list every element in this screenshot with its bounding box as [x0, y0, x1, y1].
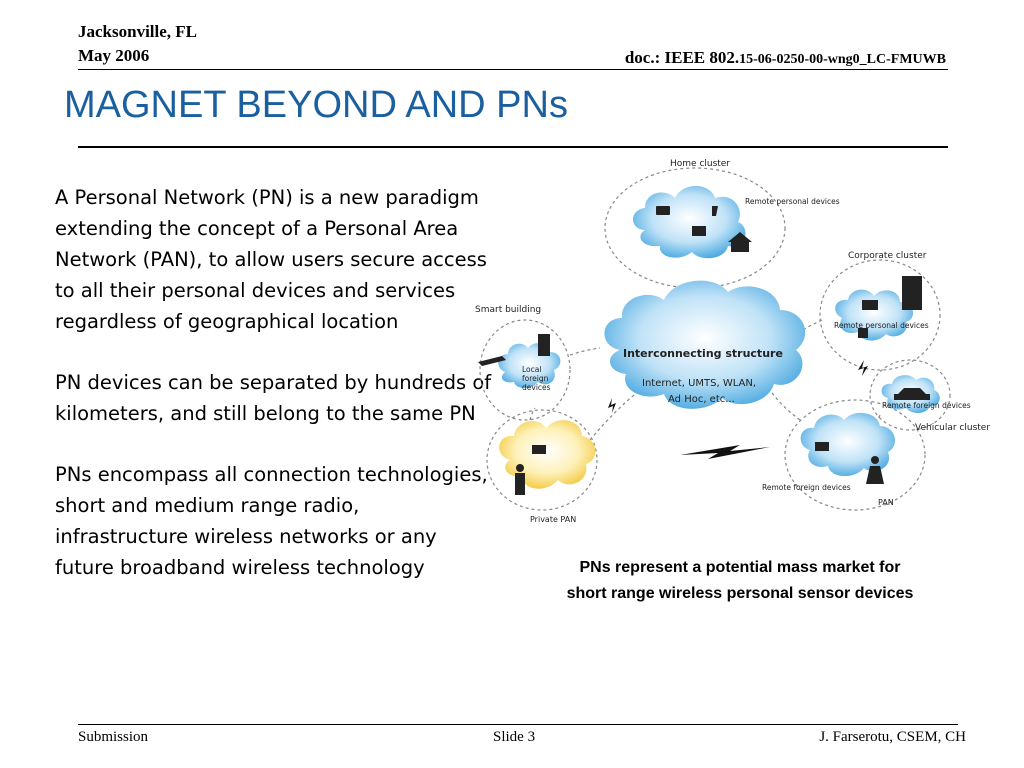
bolt-vehicular-icon — [858, 360, 868, 376]
label-local-foreign-2: foreign — [522, 374, 549, 383]
wireless-bolts — [608, 360, 868, 459]
pn-network-diagram: Home cluster Remote personal devices Cor… — [475, 159, 990, 524]
header-location-date: Jacksonville, FL May 2006 — [78, 20, 197, 68]
smart-building-boundary — [479, 319, 571, 421]
corp-printer-icon — [862, 300, 878, 310]
home-screen-icon — [692, 226, 706, 236]
corp-phone-icon — [858, 328, 868, 338]
body-text: A Personal Network (PN) is a new paradig… — [55, 182, 495, 613]
label-local-foreign-1: Local — [522, 365, 541, 374]
corporate-cloud — [835, 289, 914, 341]
header-doc-id: doc.: IEEE 802.15-06-0250-00-wng0_LC-FMU… — [625, 48, 946, 68]
header-doc-suffix: 15-06-0250-00-wng0_LC-FMUWB — [739, 52, 946, 67]
slide-title: MAGNET BEYOND AND PNs — [64, 84, 568, 126]
label-remote-personal-home: Remote personal devices — [745, 197, 840, 206]
label-remote-foreign-pan: Remote foreign devices — [762, 483, 851, 492]
link-building-core — [569, 347, 601, 356]
caption-line-1: PNs represent a potential mass market fo… — [579, 559, 901, 576]
link-pan-core — [769, 389, 801, 421]
home-cloud — [632, 186, 746, 259]
bolt-main-icon — [680, 445, 770, 459]
device-glyphs — [478, 206, 930, 495]
home-printer-icon — [656, 206, 670, 215]
private-pan-cloud — [499, 420, 596, 489]
smart-building-icon — [538, 334, 550, 356]
private-pan-laptop-icon — [532, 445, 546, 454]
bolt-private-icon — [608, 398, 616, 413]
footer-rule — [78, 724, 958, 725]
label-private-pan: Private PAN — [530, 515, 576, 524]
person-pan-icon-head — [871, 456, 879, 464]
corporate-cluster-boundary — [819, 259, 941, 371]
person-private-pan-icon-head — [516, 464, 524, 472]
header-location: Jacksonville, FL — [78, 22, 198, 41]
link-building-private — [529, 407, 536, 421]
label-remote-foreign-vehicular: Remote foreign devices — [882, 401, 971, 410]
paragraph-pn-distance: PN devices can be separated by hundreds … — [55, 371, 492, 425]
paragraph-pn-definition: A Personal Network (PN) is a new paradig… — [55, 186, 487, 333]
pan-boundary — [784, 399, 926, 511]
home-cluster-boundary — [604, 167, 786, 289]
person-pan-icon-body — [866, 466, 884, 484]
label-smart-building: Smart building — [475, 305, 541, 315]
caption-line-2: short range wireless personal sensor dev… — [566, 585, 914, 602]
vehicular-cluster-boundary — [869, 359, 951, 431]
pan-cloud — [800, 412, 895, 477]
footer-slide-number: Slide 3 — [493, 729, 536, 745]
label-local-foreign-3: devices — [522, 383, 551, 392]
label-home-cluster: Home cluster — [670, 159, 730, 169]
vehicle-car-icon — [894, 388, 930, 400]
diagram-caption: PNs represent a potential mass market fo… — [500, 555, 980, 607]
label-remote-personal-corp: Remote personal devices — [834, 321, 929, 330]
home-phone-icon — [712, 206, 718, 216]
label-corporate-cluster: Corporate cluster — [848, 251, 927, 261]
label-internet-line1: Internet, UMTS, WLAN, — [642, 378, 756, 389]
label-internet-line2: Ad Hoc, etc... — [668, 394, 735, 405]
paragraph-pn-technologies: PNs encompass all connection technologie… — [55, 463, 488, 579]
corp-building-icon — [902, 276, 922, 310]
home-house-icon — [728, 232, 752, 252]
header-doc-prefix: doc.: IEEE 802. — [624, 48, 740, 67]
label-interconnecting: Interconnecting structure — [623, 347, 783, 360]
airplane-icon — [478, 356, 506, 366]
label-pan: PAN — [878, 498, 894, 507]
interconnecting-cloud — [604, 280, 806, 409]
link-private-core — [589, 389, 641, 441]
footer-author: J. Farserotu, CSEM, CH — [819, 729, 966, 745]
private-pan-boundary — [486, 409, 598, 511]
header-rule — [78, 69, 948, 70]
title-rule — [78, 146, 948, 148]
footer-submission: Submission — [78, 729, 149, 745]
header-date: May 2006 — [78, 46, 150, 65]
label-vehicular-cluster: Vehicular cluster — [915, 423, 990, 433]
person-private-pan-icon-body — [515, 473, 525, 495]
pan-laptop-icon — [815, 442, 829, 451]
